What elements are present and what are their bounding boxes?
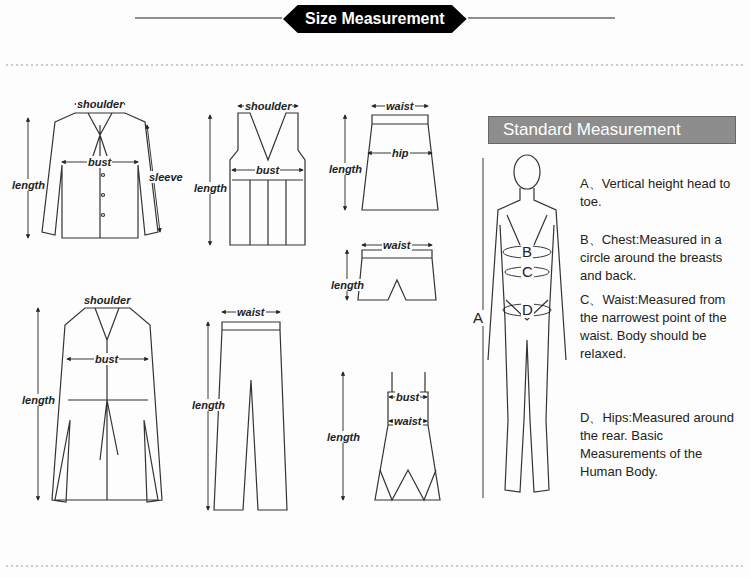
dimension-label: length [326, 431, 361, 443]
measurement-note: D、Hips:Measured around the rear. Basic M… [580, 409, 745, 481]
header-bar: Standard Measurement [488, 116, 736, 144]
dimension-label: waist [393, 415, 423, 427]
measurement-note: C、Waist:Measured from the narrowest poin… [580, 291, 745, 363]
dimension-label: length [193, 182, 228, 194]
dimension-label: shoulder [244, 100, 292, 112]
header-text: Standard Measurement [489, 117, 735, 142]
dimension-label: length [191, 399, 226, 411]
measurement-note: A、Vertical height head to toe. [580, 175, 745, 211]
dimension-label: waist [385, 100, 415, 112]
dimension-label: length [11, 179, 46, 191]
dimension-label: length [21, 394, 56, 406]
dimension-label: shoulder [76, 98, 124, 110]
dimension-label: waist [382, 239, 412, 251]
dimension-label: waist [236, 306, 266, 318]
body-letter: D [521, 302, 534, 318]
dimension-label: bust [255, 164, 280, 176]
measurement-note: B、Chest:Measured in a circle around the … [580, 231, 745, 285]
dimension-label: length [330, 279, 365, 291]
body-letter: A [472, 310, 484, 326]
title-banner: Size Measurement [283, 5, 467, 33]
body-letter: B [521, 244, 533, 260]
body-letter: C [521, 264, 534, 280]
dimension-label: hip [391, 147, 410, 159]
dimension-label: shoulder [83, 294, 131, 306]
dimension-label: length [328, 163, 363, 175]
dimension-label: sleeve [148, 171, 184, 183]
dimension-label: bust [87, 156, 112, 168]
dimension-label: bust [94, 353, 119, 365]
dimension-label: bust [395, 391, 420, 403]
